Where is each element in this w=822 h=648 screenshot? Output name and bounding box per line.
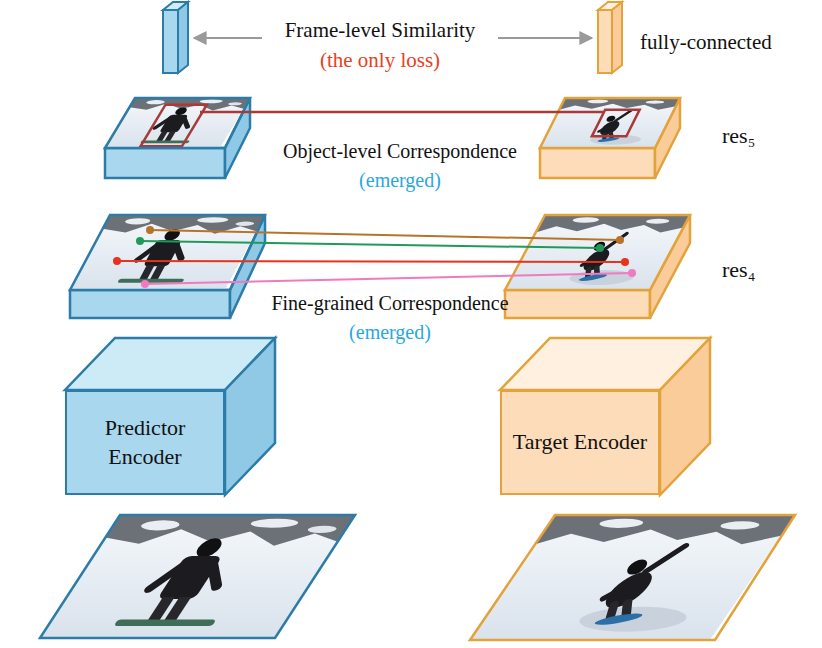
fine-correspondence-lines-part <box>113 257 121 265</box>
similarity-arrow <box>498 37 592 39</box>
feature-map-res5-left-part <box>105 98 250 148</box>
input-frame-right-part <box>470 515 795 640</box>
feature-map-res4-left-part-part <box>70 215 265 290</box>
feature-map-res4-left-part <box>70 215 265 290</box>
fc-vector-blue <box>163 2 188 73</box>
feature-map-res5-left-part <box>105 148 225 178</box>
correspondence-label: Fine-grained Correspondence <box>271 292 508 314</box>
feature-map-res5-left <box>105 98 250 178</box>
feature-map-res4-right-part <box>505 215 690 290</box>
fine-correspondence-lines-part <box>150 230 620 240</box>
feature-map-res5-right-part <box>540 148 655 178</box>
fine-correspondence-lines <box>113 226 636 288</box>
encoder-block-right <box>500 338 710 495</box>
layer-label-group: res₄ <box>722 254 755 286</box>
layer-label-group: res₅ <box>722 120 755 152</box>
correspondence-label-group: Object-level Correspondence (emerged) <box>280 137 520 195</box>
fc-vector-orange-part <box>612 2 622 73</box>
encoder-block-left-part <box>225 338 275 495</box>
layer-label: fully-connected <box>640 30 772 54</box>
loss-note: (the only loss) <box>320 48 440 72</box>
encoder-box: Predictor Encoder <box>65 390 225 495</box>
correspondence-label: (emerged) <box>349 321 431 343</box>
input-frame-left-part-part <box>40 515 355 638</box>
feature-map-res4-right-part-part <box>505 215 690 290</box>
feature-map-res5-left-part-part <box>105 98 250 148</box>
encoder-label: Predictor Encoder <box>67 414 223 471</box>
feature-map-res5-left-part <box>105 98 250 148</box>
feature-map-res4-right-part <box>505 290 650 318</box>
input-frame-right-part <box>470 515 795 640</box>
fine-correspondence-lines-part <box>145 273 632 284</box>
fine-correspondence-lines-part <box>141 280 149 288</box>
fine-correspondence-lines-part <box>596 244 604 252</box>
input-frame-left <box>40 515 355 638</box>
layer-label: res₅ <box>722 123 755 148</box>
title-label-group: Frame-level Similarity <box>285 15 476 45</box>
correspondence-label: Object-level Correspondence <box>283 140 517 162</box>
encoder-box: Target Encoder <box>500 390 660 495</box>
object-correspondence-line <box>200 111 604 114</box>
fine-correspondence-lines-part <box>146 226 154 234</box>
input-frame-right-part-part <box>470 515 795 640</box>
loss-note-group: (the only loss) <box>320 45 440 75</box>
fine-correspondence-lines-part <box>621 258 629 266</box>
fc-vector-orange-part <box>598 10 612 73</box>
fine-correspondence-lines-part <box>628 269 636 277</box>
fine-correspondence-lines-part <box>616 236 624 244</box>
feature-map-res5-right-part-part <box>592 110 640 137</box>
similarity-arrow <box>194 37 262 39</box>
title-label: Frame-level Similarity <box>285 18 476 42</box>
fc-vector-blue-part <box>178 2 188 73</box>
fine-correspondence-lines-part <box>136 237 144 245</box>
layer-label-group: fully-connected <box>640 27 772 57</box>
feature-map-res5-right <box>540 98 680 178</box>
encoder-block-left <box>65 338 275 495</box>
fine-correspondence-lines-part <box>117 261 625 262</box>
feature-map-res4-right-part <box>505 215 690 290</box>
feature-map-res4-left-part <box>70 215 265 290</box>
fc-vector-blue-part <box>163 10 178 73</box>
correspondence-label-group: Fine-grained Correspondence (emerged) <box>270 289 510 347</box>
feature-map-res5-left-part-part <box>141 105 207 147</box>
input-frame-left-part <box>40 515 355 638</box>
encoder-block-right-part <box>660 338 710 495</box>
encoder-label: Target Encoder <box>505 428 655 457</box>
feature-map-res5-right-part-part <box>540 98 680 148</box>
input-frame-left-part <box>40 515 355 638</box>
fine-correspondence-lines-part <box>140 241 600 248</box>
feature-map-res5-right-part <box>540 98 680 148</box>
feature-map-res4-left-part <box>70 290 230 318</box>
feature-map-res4-right <box>505 215 690 318</box>
input-frame-right <box>470 515 795 640</box>
fc-vector-orange <box>598 2 622 73</box>
layer-label: res₄ <box>722 257 755 282</box>
correspondence-label: (emerged) <box>359 169 441 191</box>
feature-map-res5-right-part <box>540 98 680 148</box>
